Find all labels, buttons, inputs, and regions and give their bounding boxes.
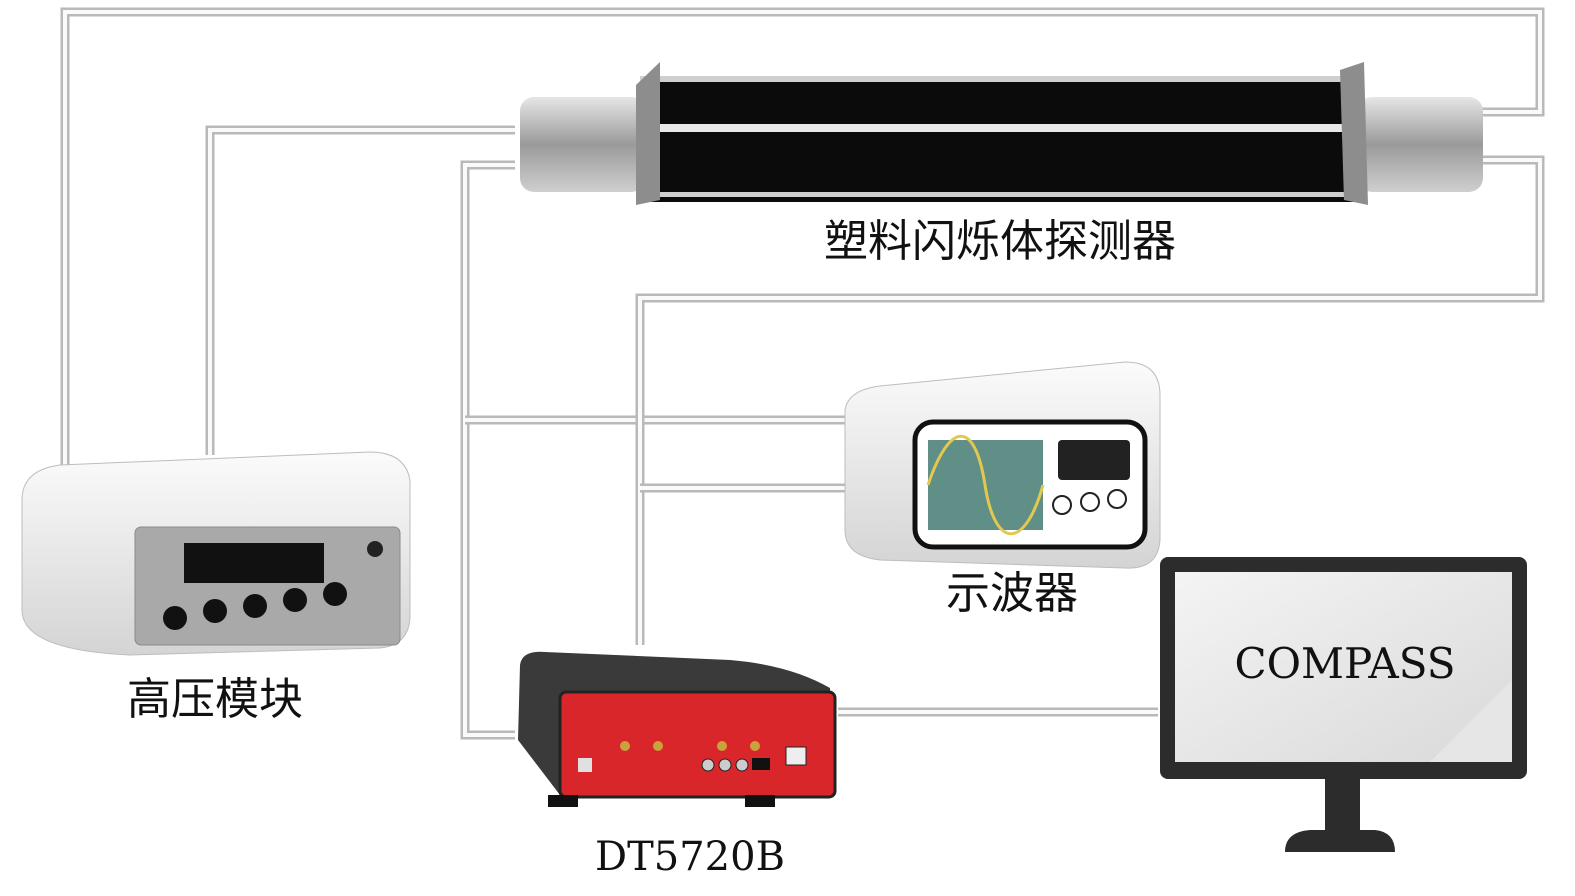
scintillator-bar: [640, 80, 1360, 202]
oscilloscope-label: 示波器: [946, 568, 1078, 619]
hv-cable-left-pmt: [205, 125, 515, 455]
dt5720b-digitizer: [518, 651, 837, 807]
left-pmt-cap: [520, 97, 645, 192]
digitizer-label: DT5720B: [595, 834, 785, 880]
scope-button: [1052, 495, 1072, 515]
scope-button: [1107, 489, 1127, 509]
signal-cable-right-pmt: [635, 155, 1545, 645]
hv-module-label: 高压模块: [127, 674, 303, 725]
compass-software-label: COMPASS: [1234, 639, 1455, 688]
left-bracket: [636, 62, 660, 205]
oscilloscope: [844, 361, 1161, 569]
hv-display: [184, 543, 324, 583]
hv-knob: [163, 606, 187, 630]
digitizer-front-panel: [558, 690, 837, 799]
hv-knob: [203, 599, 227, 623]
plastic-scintillator-detector: [520, 62, 1483, 205]
pc-monitor: [1160, 557, 1527, 852]
hv-indicator: [367, 541, 383, 557]
detector-label: 塑料闪烁体探测器: [824, 216, 1176, 267]
hv-knob: [243, 594, 267, 618]
hv-cable-right-pmt: [60, 7, 1545, 470]
right-pmt-cap: [1358, 97, 1483, 192]
monitor-screen: [1175, 572, 1512, 762]
scope-trace: [926, 435, 1045, 535]
hv-knob: [323, 582, 347, 606]
right-bracket: [1340, 62, 1368, 205]
hv-module: [21, 451, 411, 656]
cables: [60, 7, 1545, 740]
scope-button: [1080, 492, 1100, 512]
hv-knob: [283, 588, 307, 612]
signal-cable-left-pmt: [460, 160, 515, 740]
scope-keypad: [1058, 440, 1130, 480]
